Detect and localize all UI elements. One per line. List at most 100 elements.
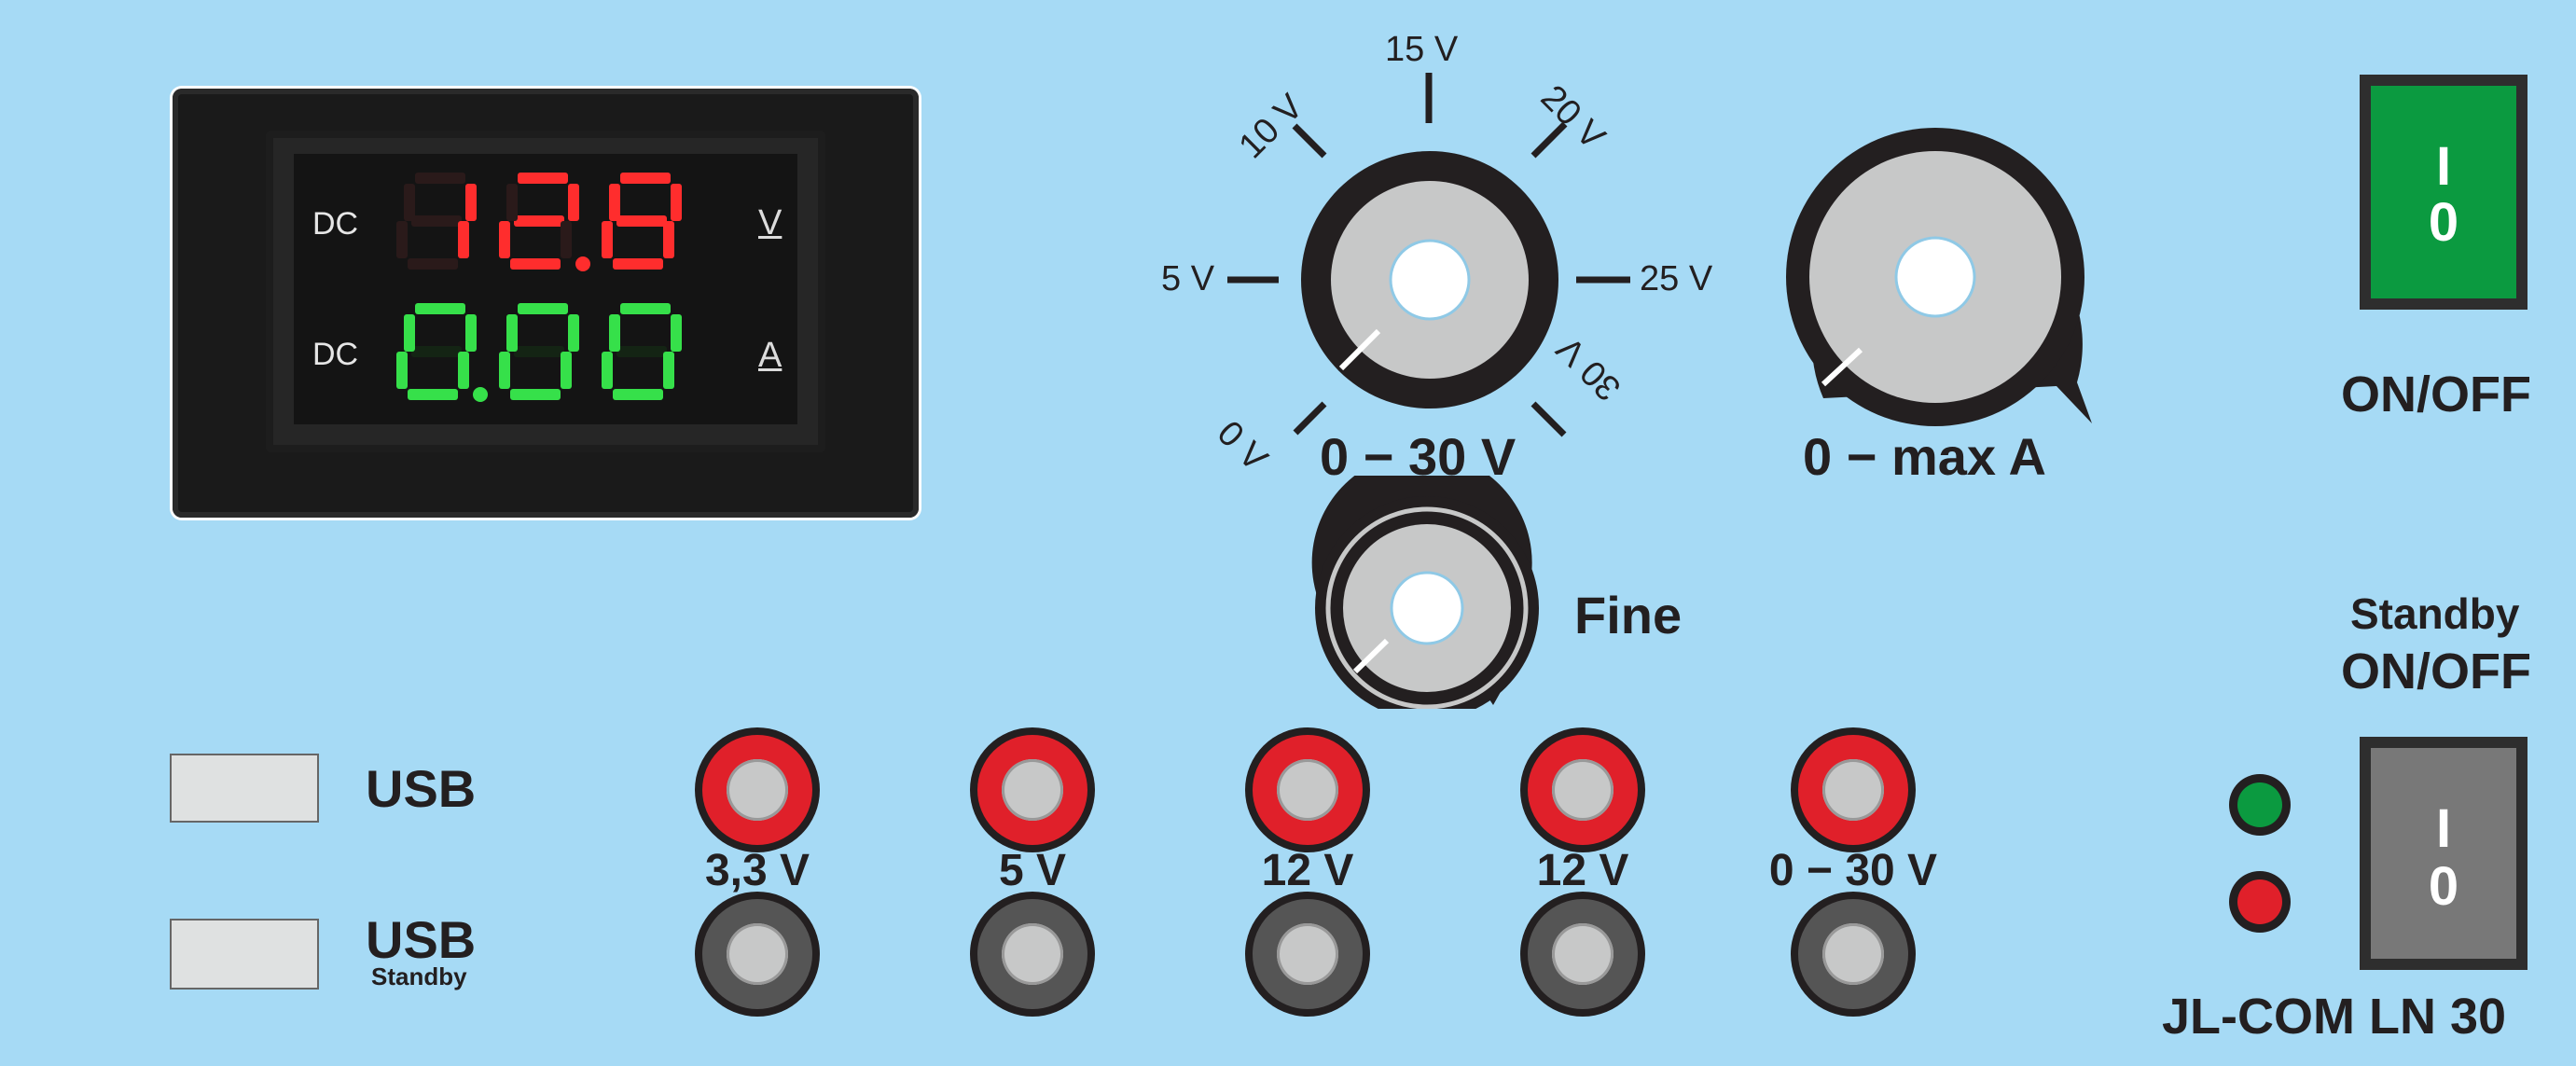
voltage-knob-label: 0 − 30 V <box>1320 427 1517 486</box>
output-negative-jack[interactable] <box>1245 892 1370 1017</box>
standby-switch[interactable]: I 0 <box>2360 737 2528 970</box>
segment <box>415 303 465 314</box>
usb-port-2-sublabel: Standby <box>371 962 467 990</box>
segment <box>465 314 477 352</box>
segment <box>663 352 674 389</box>
power-switch-off-mark: 0 <box>2428 192 2459 253</box>
usb-port-2-label: USB <box>366 910 477 969</box>
segment <box>458 221 469 258</box>
tick-30v <box>1530 401 1567 437</box>
power-switch[interactable]: I 0 <box>2360 75 2528 310</box>
output-negative-jack[interactable] <box>1520 892 1645 1017</box>
fine-knob[interactable] <box>1310 476 1562 709</box>
knob-pointer <box>1821 347 1863 387</box>
segment <box>499 221 510 258</box>
segment <box>671 184 682 221</box>
tick-0v <box>1293 401 1327 436</box>
segment <box>411 215 462 227</box>
segment <box>499 352 510 389</box>
segment <box>404 314 415 352</box>
output-positive-jack[interactable] <box>695 727 820 852</box>
segment <box>396 352 408 389</box>
output-negative-jack[interactable] <box>970 892 1095 1017</box>
segment <box>465 184 477 221</box>
current-type-label: DC <box>312 337 359 372</box>
usb-port-2[interactable] <box>170 919 319 990</box>
segment <box>510 389 561 400</box>
segment <box>616 346 667 357</box>
standby-switch-rocker[interactable]: I 0 <box>2371 748 2516 959</box>
tick-10v <box>1292 123 1327 159</box>
segment <box>510 258 561 270</box>
meter-bezel: DC V DC A <box>266 131 825 452</box>
power-switch-label: ON/OFF <box>2341 367 2531 422</box>
segment <box>411 346 462 357</box>
scale-label-25v: 25 V <box>1640 259 1713 298</box>
segment <box>613 389 663 400</box>
segment <box>561 352 572 389</box>
output-positive-jack[interactable] <box>1791 727 1916 852</box>
decimal-point <box>575 256 590 271</box>
output-voltage-label: 5 V <box>998 846 1067 895</box>
voltage-knob[interactable] <box>1296 146 1563 413</box>
segment <box>514 215 564 227</box>
decimal-point <box>473 387 488 402</box>
voltage-knob-scale <box>1227 73 1630 437</box>
knob-center-cap <box>1390 571 1464 645</box>
standby-switch-label-line2: ON/OFF <box>2341 644 2531 699</box>
current-knob-label: 0 − max A <box>1803 427 2046 486</box>
meter-display: DC V DC A <box>294 154 797 424</box>
led-red-lens <box>2237 879 2282 924</box>
output-negative-jack[interactable] <box>1791 892 1916 1017</box>
segment <box>415 173 465 184</box>
power-switch-rocker[interactable]: I 0 <box>2371 86 2516 298</box>
segment <box>404 184 415 221</box>
output-positive-jack[interactable] <box>1520 727 1645 852</box>
led-green-lens <box>2237 782 2282 827</box>
segment <box>602 352 613 389</box>
output-voltage-label: 12 V <box>1536 846 1629 895</box>
output-voltage-label: 12 V <box>1261 846 1354 895</box>
knob-pointer <box>1352 638 1390 674</box>
segment <box>514 346 564 357</box>
segment <box>561 221 572 258</box>
segment <box>663 221 674 258</box>
scale-label-15v: 15 V <box>1385 30 1459 69</box>
knob-center-cap <box>1389 239 1471 321</box>
segment <box>602 221 613 258</box>
usb-port-1-label: USB <box>366 759 477 818</box>
current-unit-label: A <box>758 336 782 375</box>
knob-pointer <box>1338 328 1381 371</box>
output-positive-jack[interactable] <box>970 727 1095 852</box>
segment <box>616 215 667 227</box>
voltage-type-label: DC <box>312 206 359 242</box>
power-switch-on-mark: I <box>2435 136 2452 197</box>
segment <box>518 303 568 314</box>
segment <box>620 303 671 314</box>
segment <box>458 352 469 389</box>
segment <box>408 389 458 400</box>
voltage-unit-label: V <box>758 203 782 242</box>
output-positive-jack[interactable] <box>1245 727 1370 852</box>
led-red <box>2229 871 2291 933</box>
segment <box>568 314 579 352</box>
standby-switch-label-line1: Standby <box>2350 589 2520 638</box>
output-voltage-label: 0 − 30 V <box>1768 846 1938 895</box>
segment <box>609 184 620 221</box>
segment <box>609 314 620 352</box>
segment <box>396 221 408 258</box>
output-negative-jack[interactable] <box>695 892 820 1017</box>
segment <box>506 184 518 221</box>
fine-knob-label: Fine <box>1574 586 1683 644</box>
scale-label-5v: 5 V <box>1161 259 1215 298</box>
segment <box>620 173 671 184</box>
usb-port-1[interactable] <box>170 754 319 823</box>
segment <box>568 184 579 221</box>
voltage-display <box>396 173 682 271</box>
led-green <box>2229 774 2291 836</box>
segment <box>518 173 568 184</box>
segment <box>671 314 682 352</box>
current-display <box>396 303 682 402</box>
standby-switch-on-mark: I <box>2435 798 2452 859</box>
current-knob[interactable] <box>1758 86 2150 440</box>
